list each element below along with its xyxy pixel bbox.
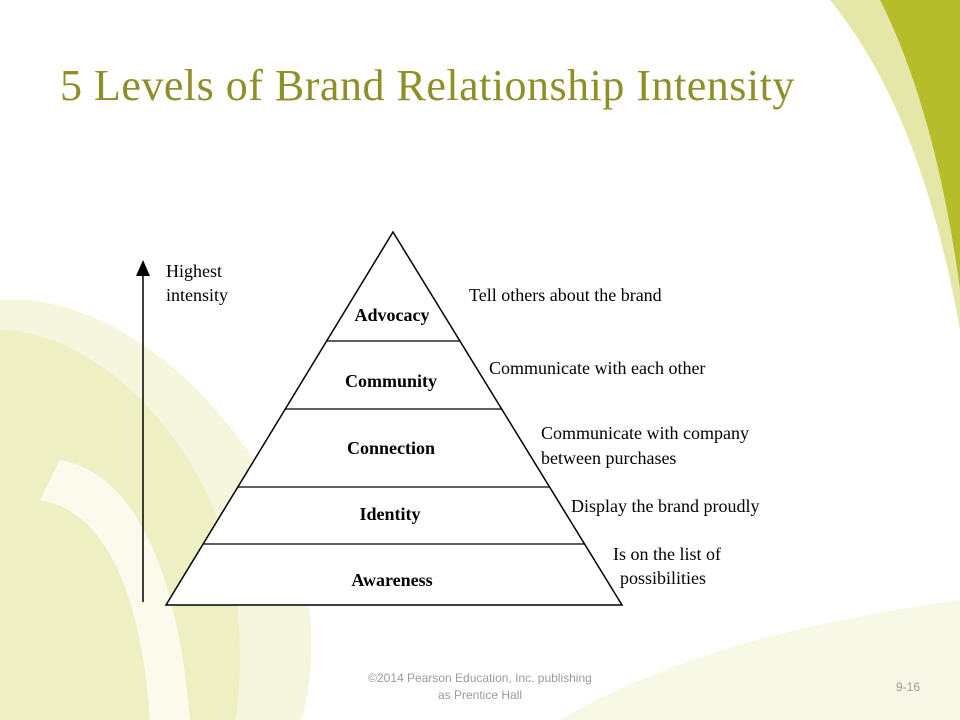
level-desc-advocacy: Tell others about the brand	[469, 285, 662, 305]
slide-title: 5 Levels of Brand Relationship Intensity	[60, 61, 795, 110]
level-desc-awareness-1: Is on the list of	[613, 544, 721, 564]
level-desc-identity: Display the brand proudly	[571, 496, 759, 516]
level-desc-connection-1: Communicate with company	[541, 423, 749, 443]
bottom-right-swirl	[560, 600, 960, 720]
page-number: 9-16	[895, 680, 920, 694]
axis-label-highest: Highest	[166, 261, 222, 281]
axis-label-intensity: intensity	[166, 285, 228, 305]
background-swirl-stripe	[40, 460, 190, 720]
pyramid-dividers	[203, 340, 585, 545]
copyright-footer: ©2014 Pearson Education, Inc. publishing…	[330, 670, 630, 705]
corner-accent-light	[830, 0, 960, 330]
level-desc-community: Communicate with each other	[489, 358, 705, 378]
copyright-line-2: as Prentice Hall	[437, 688, 523, 703]
corner-accent-green	[880, 0, 960, 290]
level-desc-connection-2: between purchases	[541, 448, 676, 468]
copyright-line-1: ©2014 Pearson Education, Inc. publishing	[368, 671, 592, 685]
level-label-identity: Identity	[359, 504, 420, 524]
level-desc-awareness-2: possibilities	[620, 568, 706, 588]
pyramid-outline	[164, 230, 624, 606]
intensity-arrow-head	[136, 260, 150, 276]
level-label-community: Community	[345, 371, 437, 391]
level-label-advocacy: Advocacy	[355, 305, 430, 325]
level-label-connection: Connection	[347, 438, 435, 458]
level-label-awareness: Awareness	[351, 570, 432, 590]
